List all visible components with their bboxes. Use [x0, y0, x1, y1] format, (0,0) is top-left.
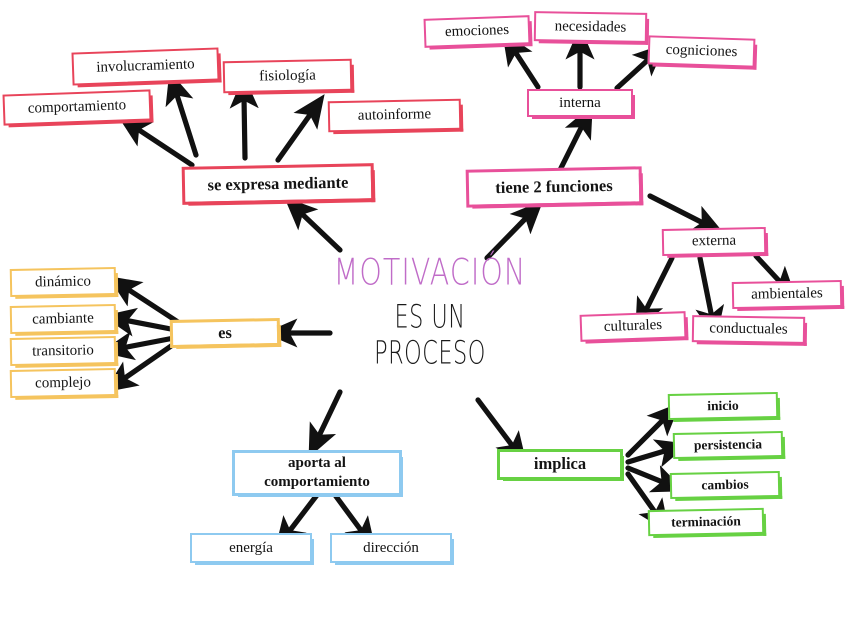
arrow-es-to-transitorio	[100, 331, 177, 361]
arrow-expresa-to-fisiologia	[229, 75, 259, 161]
arrow-center-to-funciones	[484, 200, 544, 261]
arrow-externa-to-conductuales	[695, 255, 725, 340]
arrow-expresa-to-comportamiento	[117, 115, 195, 168]
arrow-center-to-aporta	[308, 389, 343, 458]
node-label: inicio	[707, 398, 739, 414]
node-label: dinámico	[34, 273, 92, 291]
node-energia[interactable]: energía	[190, 533, 314, 565]
node-tiene-2-funciones[interactable]: tiene 2 funciones	[465, 166, 643, 208]
node-conductuales[interactable]: conductuales	[691, 315, 806, 344]
node-label: dirección	[363, 539, 419, 556]
arrow-center-to-expresa	[284, 196, 343, 253]
node-label: cambiante	[32, 310, 94, 328]
node-cambios[interactable]: cambios	[669, 470, 781, 500]
arrow-es-to-dinamico	[107, 276, 181, 325]
arrow-expresa-to-involucramiento	[165, 71, 199, 158]
node-label: es	[217, 322, 233, 342]
arrow-implica-to-terminacion	[625, 471, 670, 533]
arrow-expresa-to-autoinforme	[275, 94, 325, 163]
arrow-center-to-implica	[475, 397, 528, 466]
center-subtitle-line1: ES UN	[394, 299, 466, 337]
node-label: tiene 2 funciones	[495, 175, 613, 197]
node-cambiante[interactable]: cambiante	[9, 303, 117, 335]
node-label: ambientales	[751, 285, 823, 303]
node-label: se expresa mediante	[207, 172, 349, 195]
node-necesidades[interactable]: necesidades	[533, 11, 648, 43]
node-label: implica	[533, 454, 587, 474]
node-label: transitorio	[32, 342, 94, 360]
arrow-interna-to-emociones	[502, 31, 541, 90]
arrow-aporta-to-direccion	[332, 492, 376, 551]
node-ambientales[interactable]: ambientales	[731, 279, 843, 310]
node-involucramiento[interactable]: involucramiento	[71, 47, 220, 86]
node-autoinforme[interactable]: autoinforme	[327, 98, 462, 133]
node-transitorio[interactable]: transitorio	[9, 335, 117, 367]
node-inicio[interactable]: inicio	[667, 391, 779, 421]
node-label: comportamiento	[27, 97, 127, 117]
node-label: energía	[229, 539, 273, 556]
node-label: fisiología	[259, 67, 316, 85]
arrow-externa-to-culturales	[635, 255, 675, 332]
node-label-line1: aporta al	[288, 455, 346, 472]
node-terminacion[interactable]: terminación	[647, 507, 765, 537]
node-label: persistencia	[693, 436, 763, 454]
node-label: cambios	[701, 476, 749, 493]
node-culturales[interactable]: culturales	[579, 311, 687, 342]
node-label: conductuales	[709, 320, 788, 338]
arrow-interna-to-cogniciones	[614, 43, 667, 91]
node-persistencia[interactable]: persistencia	[672, 430, 784, 460]
node-label: terminación	[670, 513, 742, 531]
node-direccion[interactable]: dirección	[330, 533, 454, 565]
arrow-implica-to-persistencia	[625, 439, 689, 468]
node-fisiologia[interactable]: fisiología	[222, 58, 353, 94]
node-label: externa	[691, 232, 737, 250]
node-implica[interactable]: implica	[497, 449, 624, 481]
node-aporta-al-comportamiento[interactable]: aporta al comportamiento	[232, 450, 403, 497]
center-subtitle-line2: PROCESO	[374, 335, 486, 372]
node-dinamico[interactable]: dinámico	[9, 266, 117, 298]
page-title: MOTIVACIÓN	[333, 251, 527, 295]
node-label: cogniciones	[665, 41, 738, 61]
arrow-implica-to-cambios	[625, 465, 686, 493]
node-label: involucramiento	[96, 56, 195, 76]
node-externa[interactable]: externa	[661, 227, 767, 256]
node-label: culturales	[603, 317, 663, 336]
node-se-expresa-mediante[interactable]: se expresa mediante	[181, 163, 375, 205]
node-label: necesidades	[554, 18, 627, 36]
node-label: emociones	[444, 21, 510, 41]
node-comportamiento[interactable]: comportamiento	[2, 89, 152, 126]
center-title-block: MOTIVACIÓN ES UN PROCESO	[315, 251, 545, 372]
arrow-implica-to-inicio	[625, 402, 681, 458]
arrow-es-to-complejo	[104, 341, 177, 393]
node-es[interactable]: es	[169, 317, 281, 349]
node-label: interna	[559, 94, 601, 111]
arrow-aporta-to-energia	[274, 492, 320, 551]
node-complejo[interactable]: complejo	[9, 367, 117, 399]
node-cogniciones[interactable]: cogniciones	[647, 35, 756, 68]
node-label: autoinforme	[357, 106, 432, 124]
node-label: complejo	[34, 374, 92, 392]
node-interna[interactable]: interna	[527, 89, 635, 119]
arrow-externa-to-ambientales	[753, 253, 797, 301]
arrow-es-to-cambiante	[102, 307, 179, 337]
node-emociones[interactable]: emociones	[423, 15, 531, 48]
node-label-line2: comportamiento	[264, 474, 370, 490]
arrow-funciones-to-externa	[647, 193, 725, 234]
